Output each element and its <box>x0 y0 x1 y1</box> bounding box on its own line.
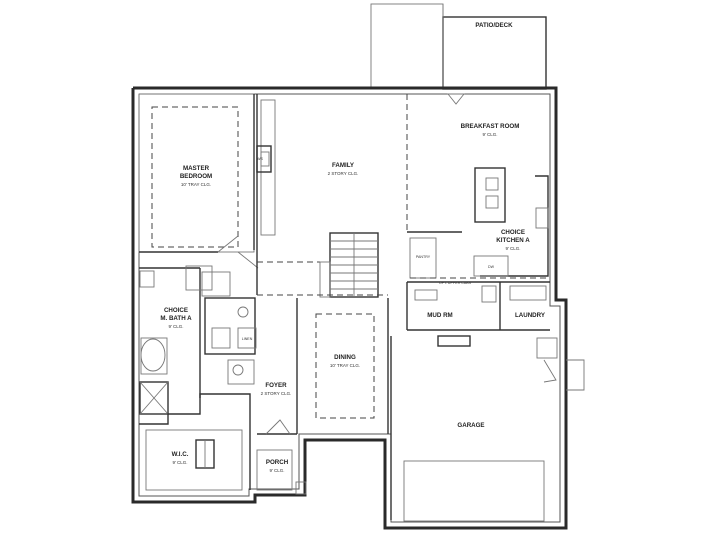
mud-laundry <box>406 282 558 359</box>
dw-label: DW <box>488 265 495 269</box>
family-label: FAMILY <box>332 162 355 169</box>
mudrm-label: MUD RM <box>427 312 452 319</box>
laundry-label: LAUNDRY <box>515 312 546 319</box>
wic-label: W.I.C. <box>172 451 189 458</box>
master-bath <box>139 265 213 415</box>
linen-label: LINEN <box>242 337 253 341</box>
stairs <box>319 232 379 298</box>
master-label-1: MASTER <box>183 165 210 172</box>
master-label-2: BEDROOM <box>180 173 212 180</box>
foyer-ceiling: 2 STORY CLG. <box>261 391 292 396</box>
exterior-walls <box>131 86 568 530</box>
kitchen-ceiling: 9' CLG. <box>505 246 520 251</box>
garage-area <box>390 336 585 522</box>
dining-foyer <box>256 294 389 495</box>
ws-label: WS <box>257 157 263 161</box>
upper-cabs-label: OPT. UPPER CABS <box>439 281 472 285</box>
family-ceiling: 2 STORY CLG. <box>328 171 359 176</box>
porch-label: PORCH <box>266 459 289 466</box>
porch-ceiling: 9' CLG. <box>269 468 284 473</box>
powder-closets <box>201 271 257 385</box>
dining-label: DINING <box>334 354 356 361</box>
breakfast-ceiling: 9' CLG. <box>482 132 497 137</box>
foyer-label: FOYER <box>265 382 287 389</box>
kitchen-label-1: CHOICE <box>501 229 525 236</box>
bath-ceiling: 9' CLG. <box>168 324 183 329</box>
patio-label: PATIO/DECK <box>475 22 513 29</box>
bath-label-2: M. BATH A <box>160 315 192 322</box>
bath-label-1: CHOICE <box>164 307 188 314</box>
master-ceiling: 10' TRAY CLG. <box>181 182 211 187</box>
breakfast-label: BREAKFAST ROOM <box>461 123 520 130</box>
kitchen-label-2: KITCHEN A <box>496 237 530 244</box>
garage-label: GARAGE <box>457 422 484 429</box>
family-room <box>256 94 408 295</box>
master-bedroom <box>138 93 259 269</box>
walk-in-closet <box>139 393 251 491</box>
patio-area <box>370 3 547 90</box>
breakfast-kitchen <box>407 93 550 283</box>
pantry-label: PANTRY <box>416 255 431 259</box>
wic-ceiling: 9' CLG. <box>172 460 187 465</box>
dining-ceiling: 10' TRAY CLG. <box>330 363 360 368</box>
